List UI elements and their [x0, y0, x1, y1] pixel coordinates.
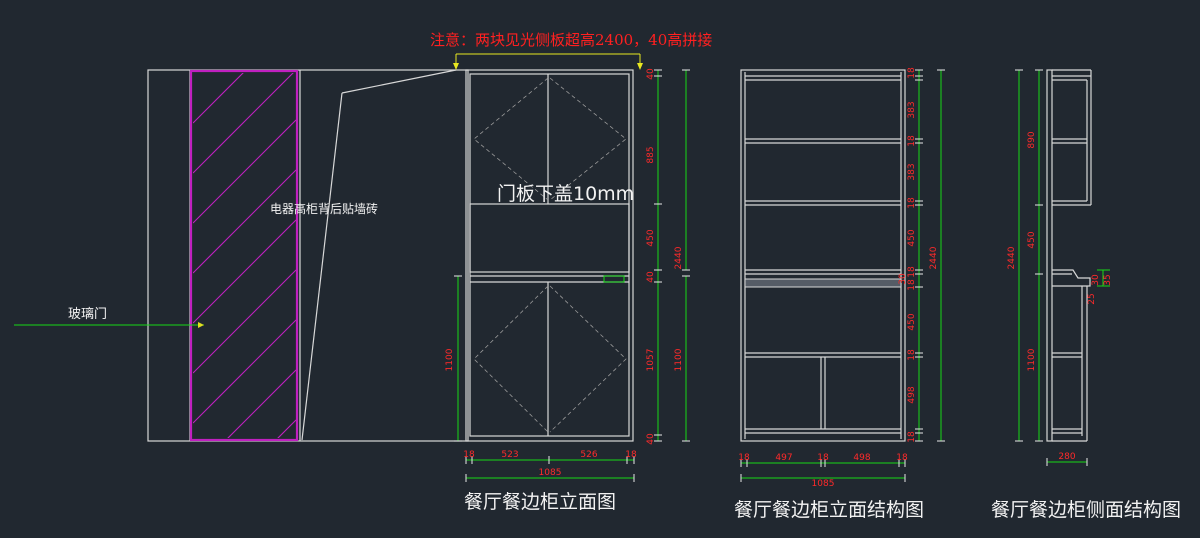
- dim-s-w3: 18: [817, 453, 829, 463]
- title-side: 餐厅餐边柜侧面结构图: [991, 499, 1181, 521]
- struct-dim-right-chain: 18 383 18 383 18 450 18 30 18 450 18 498…: [898, 67, 923, 443]
- elev-dim-right-chain: 40 885 450 40 1057 40: [646, 68, 662, 445]
- dim-side-mid: 450: [1027, 231, 1037, 248]
- door-swing-lines: [473, 77, 627, 433]
- dim-s-r3: 18: [907, 135, 917, 147]
- glass-door-frame: [189, 69, 299, 442]
- dim-s-total: 2440: [929, 246, 939, 269]
- dim-w-door-r: 526: [580, 450, 597, 460]
- dim-s-r9: 18: [907, 279, 917, 291]
- door-cover-marker: [603, 275, 625, 283]
- tile-leader-bottom: [301, 92, 343, 441]
- side-dim-left: 890 450 1100 2440: [1007, 69, 1043, 442]
- dim-s-r11: 18: [907, 349, 917, 361]
- dim-s-w5: 18: [896, 453, 908, 463]
- dim-s-r8: 30: [898, 273, 908, 285]
- glass-door-hatch: [193, 73, 296, 438]
- dim-s-w1: 18: [738, 453, 750, 463]
- dim-w-total: 1085: [539, 468, 562, 478]
- dim-side-notch1: 30: [1091, 274, 1101, 286]
- dim-open: 450: [646, 229, 656, 246]
- dim-mid: 40: [646, 271, 656, 283]
- dim-s-r4: 383: [907, 163, 917, 180]
- dim-w-side-l: 18: [463, 450, 475, 460]
- dim-w-side-r: 18: [625, 450, 637, 460]
- dim-s-r12: 498: [907, 386, 917, 403]
- elev-dim-left: 1100: [445, 275, 462, 442]
- elev-dim-horizontal: 18 523 526 18 1085: [463, 450, 637, 482]
- dim-s-r1: 18: [907, 67, 917, 79]
- struct-dim-horizontal: 18 497 18 498 18 1085: [738, 453, 908, 489]
- dim-side-total: 2440: [1007, 246, 1017, 269]
- dim-side-notch3: 25: [1087, 293, 1097, 304]
- dim-upper-door: 885: [646, 146, 656, 163]
- dim-total-upper: 2440: [674, 246, 684, 269]
- cabinet-structure: [740, 69, 906, 442]
- title-elevation: 餐厅餐边柜立面图: [464, 491, 616, 513]
- glass-door-panel: [189, 69, 299, 442]
- dim-lower-total: 1100: [445, 348, 455, 371]
- struct-dim-total: 2440: [929, 69, 945, 442]
- dim-lower-right: 1100: [674, 348, 684, 371]
- elev-dim-right-total: 2440 1100: [674, 69, 690, 442]
- drawer-rail: [744, 278, 902, 288]
- tile-leader-top: [341, 69, 457, 94]
- dim-s-r6: 450: [907, 229, 917, 246]
- title-structure: 餐厅餐边柜立面结构图: [734, 499, 924, 521]
- dim-side-notch2: 35: [1103, 274, 1113, 285]
- note-pointer: [453, 53, 643, 70]
- dim-s-r13: 18: [907, 431, 917, 443]
- dim-s-r10: 450: [907, 313, 917, 330]
- dim-s-w4: 498: [853, 453, 870, 463]
- note-text: 注意：两块见光侧板超高2400，40高拼接: [430, 31, 712, 49]
- side-structure: [1046, 69, 1092, 442]
- arrow-icon: [453, 63, 459, 70]
- side-dim-depth: 280: [1046, 452, 1088, 466]
- dim-s-w2: 497: [775, 453, 792, 463]
- cabinet-elevation: [465, 69, 634, 442]
- arrow-icon: [637, 63, 643, 70]
- glass-door-callout: 玻璃门: [14, 307, 204, 328]
- wall-outline: [147, 69, 469, 442]
- dim-base: 40: [646, 433, 656, 445]
- dim-side-depth: 280: [1058, 452, 1075, 462]
- dim-s-r5: 18: [907, 197, 917, 209]
- glass-door-label: 玻璃门: [68, 307, 107, 322]
- dim-s-r7: 18: [907, 266, 917, 278]
- dim-lower-door: 1057: [646, 349, 656, 372]
- dim-s-r2: 383: [907, 101, 917, 118]
- wall-tile-label: 电器高柜背后贴墙砖: [270, 201, 378, 216]
- wall-elevation: [147, 69, 469, 442]
- arrow-icon: [198, 322, 204, 328]
- door-cover-label: 门板下盖10mm: [497, 183, 634, 205]
- dim-side-lower: 1100: [1027, 348, 1037, 371]
- side-dim-notch: 30 35 25: [1087, 269, 1113, 305]
- dim-s-w-total: 1085: [812, 479, 835, 489]
- dim-top: 40: [646, 68, 656, 80]
- dim-side-upper: 890: [1027, 131, 1037, 148]
- dim-w-door-l: 523: [501, 450, 518, 460]
